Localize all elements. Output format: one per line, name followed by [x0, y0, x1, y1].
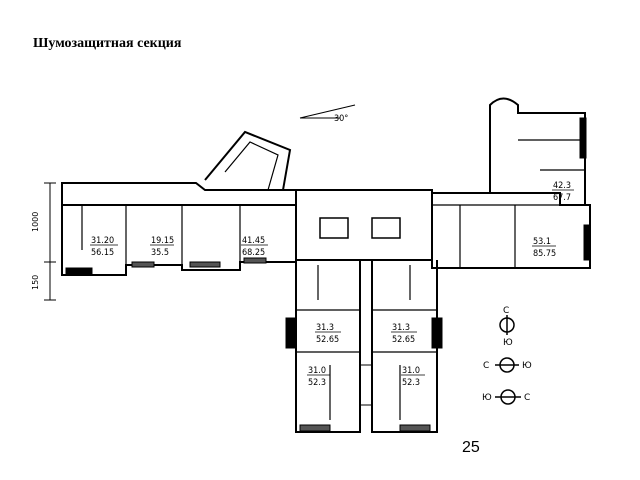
svg-text:С: С — [503, 306, 509, 316]
page-number: 25 — [462, 439, 480, 456]
svg-text:Ю: Ю — [522, 361, 532, 371]
apartment-label: 31.3 52.65 — [391, 323, 417, 345]
dimension-height-1: 1000 — [31, 212, 40, 232]
angle-label: 30° — [334, 114, 348, 124]
orientation-south-east: С Ю — [483, 357, 532, 373]
svg-text:56.15: 56.15 — [91, 248, 114, 258]
lower-left-block — [295, 260, 361, 433]
svg-text:31.0: 31.0 — [402, 366, 420, 376]
svg-text:52.65: 52.65 — [392, 335, 415, 345]
page-title: Шумозащитная секция — [33, 36, 182, 51]
svg-text:85.75: 85.75 — [533, 249, 556, 259]
right-tower — [489, 97, 586, 205]
svg-text:52.3: 52.3 — [308, 378, 326, 388]
svg-text:С: С — [524, 393, 530, 403]
apartment-label: 31.0 52.3 — [401, 366, 425, 388]
apartment-label: 31.20 56.15 — [90, 236, 118, 258]
svg-text:53.1: 53.1 — [533, 237, 551, 247]
apartment-label: 31.3 52.65 — [315, 323, 341, 345]
lower-right-block — [371, 260, 438, 433]
svg-text:67.7: 67.7 — [553, 193, 571, 203]
svg-text:35.5: 35.5 — [151, 248, 169, 258]
left-wing-body — [61, 205, 297, 276]
svg-text:31.3: 31.3 — [392, 323, 410, 333]
right-wing-outline — [431, 192, 591, 269]
svg-text:31.20: 31.20 — [91, 236, 114, 246]
svg-text:31.3: 31.3 — [316, 323, 334, 333]
svg-text:42.3: 42.3 — [553, 181, 571, 191]
orientation-north-south: С Ю — [499, 306, 515, 348]
apartment-label: 19.15 35.5 — [150, 236, 174, 258]
central-core — [295, 189, 433, 261]
apartment-label: 41.45 68.25 — [241, 236, 268, 258]
apartment-label: 53.1 85.75 — [532, 237, 556, 259]
svg-text:68.25: 68.25 — [242, 248, 265, 258]
dimension-height-2: 150 — [31, 275, 40, 290]
apartment-label: 42.3 67.7 — [552, 181, 574, 203]
svg-text:С: С — [483, 361, 489, 371]
orientation-east-west: Ю С — [482, 389, 530, 405]
stair-block — [204, 130, 292, 191]
svg-text:Ю: Ю — [503, 338, 513, 348]
svg-text:41.45: 41.45 — [242, 236, 265, 246]
apartment-label: 31.0 52.3 — [307, 366, 330, 388]
svg-text:52.3: 52.3 — [402, 378, 420, 388]
left-wing-outline — [61, 182, 297, 206]
svg-text:52.65: 52.65 — [316, 335, 339, 345]
svg-text:Ю: Ю — [482, 393, 492, 403]
svg-text:19.15: 19.15 — [151, 236, 174, 246]
svg-text:31.0: 31.0 — [308, 366, 326, 376]
